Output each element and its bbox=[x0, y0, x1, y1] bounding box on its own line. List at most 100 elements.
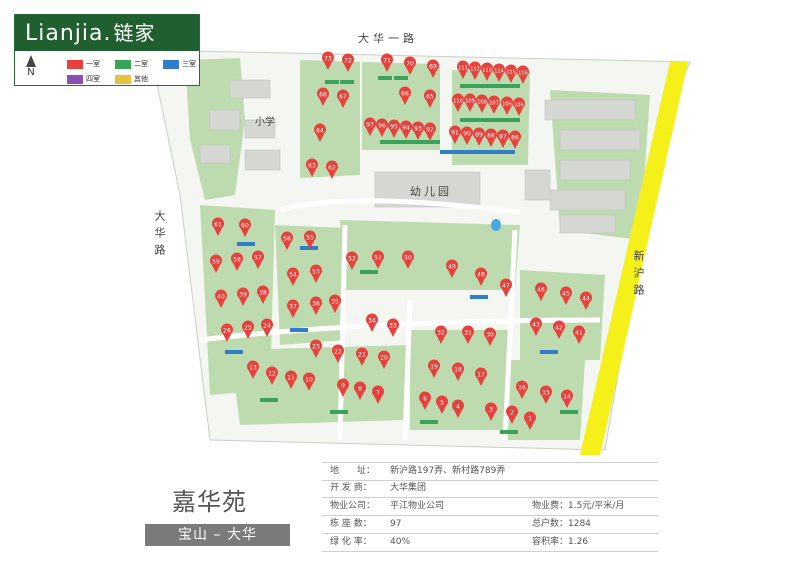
building-number: 5 bbox=[440, 400, 444, 407]
building-pin[interactable]: 107 bbox=[488, 95, 500, 114]
building-pin[interactable]: 17 bbox=[475, 367, 488, 386]
building-pin[interactable]: 58 bbox=[230, 252, 243, 271]
building-pin[interactable]: 23 bbox=[310, 339, 322, 358]
building-pin[interactable]: 57 bbox=[252, 250, 265, 269]
building-pin[interactable]: 34 bbox=[365, 313, 378, 332]
building-pin[interactable]: 63 bbox=[306, 158, 318, 177]
building-pin[interactable]: 49 bbox=[446, 259, 458, 278]
building-pin[interactable]: 72 bbox=[341, 53, 354, 72]
legend-swatch bbox=[115, 74, 131, 84]
building-pin[interactable]: 45 bbox=[559, 286, 572, 305]
building-pin[interactable]: 56 bbox=[281, 231, 294, 250]
building-pin[interactable]: 61 bbox=[212, 217, 225, 236]
building-number: 65 bbox=[426, 94, 434, 101]
building-pin[interactable]: 53 bbox=[310, 264, 322, 283]
building-pin[interactable]: 30 bbox=[484, 327, 497, 346]
building-pin[interactable]: 112 bbox=[469, 61, 482, 80]
building-pin[interactable]: 93 bbox=[412, 121, 425, 140]
building-pin[interactable]: 64 bbox=[314, 123, 326, 142]
building-pin[interactable]: 7 bbox=[372, 385, 384, 404]
building-pin[interactable]: 94 bbox=[400, 120, 413, 139]
building-pin[interactable]: 15 bbox=[540, 385, 552, 404]
building-pin[interactable]: 44 bbox=[580, 291, 592, 310]
building-pin[interactable]: 25 bbox=[242, 320, 255, 339]
building-pin[interactable]: 16 bbox=[516, 380, 528, 399]
building-pin[interactable]: 8 bbox=[354, 381, 366, 400]
building-pin[interactable]: 55 bbox=[304, 230, 316, 249]
building-pin[interactable]: 26 bbox=[221, 323, 234, 342]
building-pin[interactable]: 91 bbox=[448, 125, 462, 144]
building-pin[interactable]: 41 bbox=[573, 325, 585, 344]
building-pin[interactable]: 10 bbox=[302, 372, 316, 391]
building-pin[interactable]: 67 bbox=[337, 89, 349, 108]
building-pin[interactable]: 40 bbox=[215, 289, 228, 308]
building-pin[interactable]: 111 bbox=[457, 60, 469, 79]
building-pin[interactable]: 65 bbox=[424, 89, 437, 108]
building-pin[interactable]: 71 bbox=[380, 53, 393, 72]
building-pin[interactable]: 37 bbox=[287, 299, 300, 318]
building-pin[interactable]: 47 bbox=[500, 278, 512, 297]
building-pin[interactable]: 66 bbox=[399, 86, 411, 105]
building-pin[interactable]: 70 bbox=[404, 56, 417, 75]
building-pin[interactable]: 48 bbox=[475, 267, 488, 286]
building-pin[interactable]: 18 bbox=[451, 362, 464, 381]
building-pin[interactable]: 73 bbox=[322, 51, 335, 70]
building-pin[interactable]: 31 bbox=[462, 325, 474, 344]
building-pin[interactable]: 116 bbox=[517, 65, 529, 84]
building-pin[interactable]: 62 bbox=[326, 160, 338, 179]
building-pin[interactable]: 46 bbox=[535, 282, 547, 301]
building-pin[interactable]: 92 bbox=[424, 122, 437, 141]
building-pin[interactable]: 11 bbox=[285, 370, 297, 389]
pin-marker-icon bbox=[322, 51, 335, 70]
building-pin[interactable]: 38 bbox=[257, 285, 270, 304]
building-pin[interactable]: 33 bbox=[387, 318, 399, 337]
building-pin[interactable]: 96 bbox=[376, 118, 388, 137]
building-pin[interactable]: 6 bbox=[419, 391, 432, 410]
building-pin[interactable]: 9 bbox=[337, 378, 349, 397]
building-pin[interactable]: 36 bbox=[310, 296, 322, 315]
building-pin[interactable]: 60 bbox=[239, 218, 252, 237]
building-pin[interactable]: 89 bbox=[472, 127, 485, 146]
building-pin[interactable]: 19 bbox=[428, 359, 440, 378]
pin-marker-icon bbox=[399, 86, 411, 105]
building-pin[interactable]: 108 bbox=[475, 94, 488, 113]
building-pin[interactable]: 113 bbox=[481, 62, 493, 81]
building-pin[interactable]: 87 bbox=[496, 129, 509, 148]
building-pin[interactable]: 21 bbox=[356, 347, 369, 366]
building-pin[interactable]: 69 bbox=[427, 59, 440, 78]
building-pin[interactable]: 32 bbox=[435, 325, 447, 344]
building-pin[interactable]: 105 bbox=[513, 97, 525, 116]
building-pin[interactable]: 114 bbox=[493, 63, 506, 82]
building-pin[interactable]: 50 bbox=[402, 250, 414, 269]
building-pin[interactable]: 20 bbox=[378, 350, 390, 369]
building-pin[interactable]: 52 bbox=[346, 251, 358, 270]
building-pin[interactable]: 106 bbox=[501, 96, 513, 115]
building-pin[interactable]: 24 bbox=[261, 318, 274, 337]
building-pin[interactable]: 54 bbox=[287, 267, 300, 286]
building-pin[interactable]: 3 bbox=[485, 402, 498, 421]
building-pin[interactable]: 90 bbox=[461, 126, 473, 145]
building-pin[interactable]: 35 bbox=[329, 294, 342, 313]
building-pin[interactable]: 14 bbox=[561, 389, 573, 408]
building-pin[interactable]: 68 bbox=[317, 87, 330, 106]
building-pin[interactable]: 97 bbox=[364, 117, 376, 136]
building-pin[interactable]: 95 bbox=[388, 119, 401, 138]
building-pin[interactable]: 115 bbox=[505, 64, 517, 83]
building-pin[interactable]: 12 bbox=[266, 366, 279, 385]
building-pin[interactable]: 109 bbox=[463, 93, 476, 112]
building-pin[interactable]: 39 bbox=[236, 287, 250, 306]
building-pin[interactable]: 22 bbox=[332, 344, 345, 363]
building-pin[interactable]: 86 bbox=[508, 130, 521, 149]
building-pin[interactable]: 42 bbox=[553, 320, 565, 339]
building-pin[interactable]: 43 bbox=[530, 317, 542, 336]
building-pin[interactable]: 4 bbox=[452, 399, 465, 418]
building-pin[interactable]: 2 bbox=[506, 405, 519, 424]
building-pin[interactable]: 51 bbox=[371, 250, 384, 269]
building-pin[interactable]: 88 bbox=[484, 128, 497, 147]
building-pin[interactable]: 5 bbox=[436, 395, 449, 414]
building-pin[interactable]: 110 bbox=[451, 93, 464, 112]
building-pin[interactable]: 1 bbox=[524, 411, 537, 430]
building-pin[interactable]: 59 bbox=[210, 254, 223, 273]
building-pin[interactable]: 13 bbox=[247, 360, 259, 379]
